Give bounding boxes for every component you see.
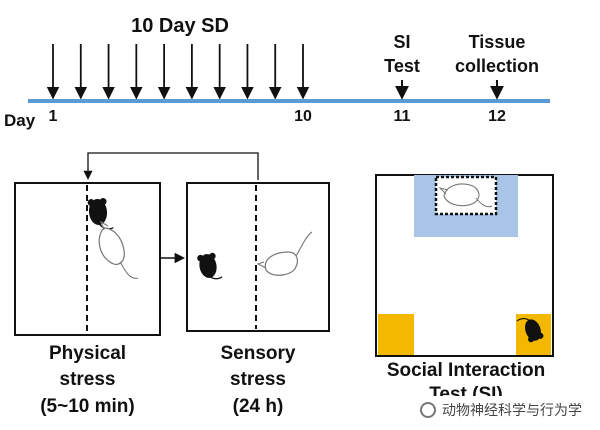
- social-interaction-arena: [375, 174, 554, 357]
- si-test-label-line2: Test: [384, 56, 420, 76]
- social-interaction-label: Social Interaction: [386, 360, 546, 381]
- black-mouse-icon: [87, 198, 114, 230]
- si-day-label: 11: [394, 108, 411, 125]
- physical-stress-duration: (5~10 min): [40, 396, 135, 417]
- timeline-title: 10 Day SD: [131, 15, 229, 37]
- day-start-label: 1: [49, 108, 58, 125]
- tissue-label-line2: collection: [455, 56, 539, 76]
- physical-stress-label: Physical: [48, 343, 127, 364]
- white-mouse-icon: [256, 231, 313, 276]
- sd-day-arrows: [46, 44, 310, 100]
- white-mouse-icon: [98, 220, 139, 279]
- tissue-day-label: 12: [488, 108, 506, 125]
- white-mouse-icon: [438, 183, 493, 208]
- corner-zone-left: [378, 314, 414, 355]
- sensory-stress-duration: (24 h): [232, 396, 284, 417]
- sensory-stress-box: [186, 182, 330, 332]
- day-axis-label: Day: [4, 111, 36, 130]
- day-end-label: 10: [294, 108, 312, 125]
- sensory-stress-sublabel: stress: [230, 369, 286, 390]
- physical-stress-sublabel: stress: [59, 369, 116, 390]
- physical-stress-box: [14, 182, 161, 336]
- cycle-return-arrow: [83, 152, 259, 180]
- si-test-label-line1: SI: [393, 32, 410, 52]
- wechat-logo-icon: [420, 402, 436, 418]
- watermark: 动物神经科学与行为学: [420, 398, 600, 422]
- black-mouse-icon: [516, 318, 544, 343]
- tissue-label-line1: Tissue: [469, 32, 526, 52]
- social-interaction-sublabel: Test (SI): [429, 384, 503, 396]
- black-mouse-icon: [197, 252, 223, 280]
- watermark-text: 动物神经科学与行为学: [442, 403, 582, 419]
- sensory-stress-label: Sensory: [220, 343, 296, 364]
